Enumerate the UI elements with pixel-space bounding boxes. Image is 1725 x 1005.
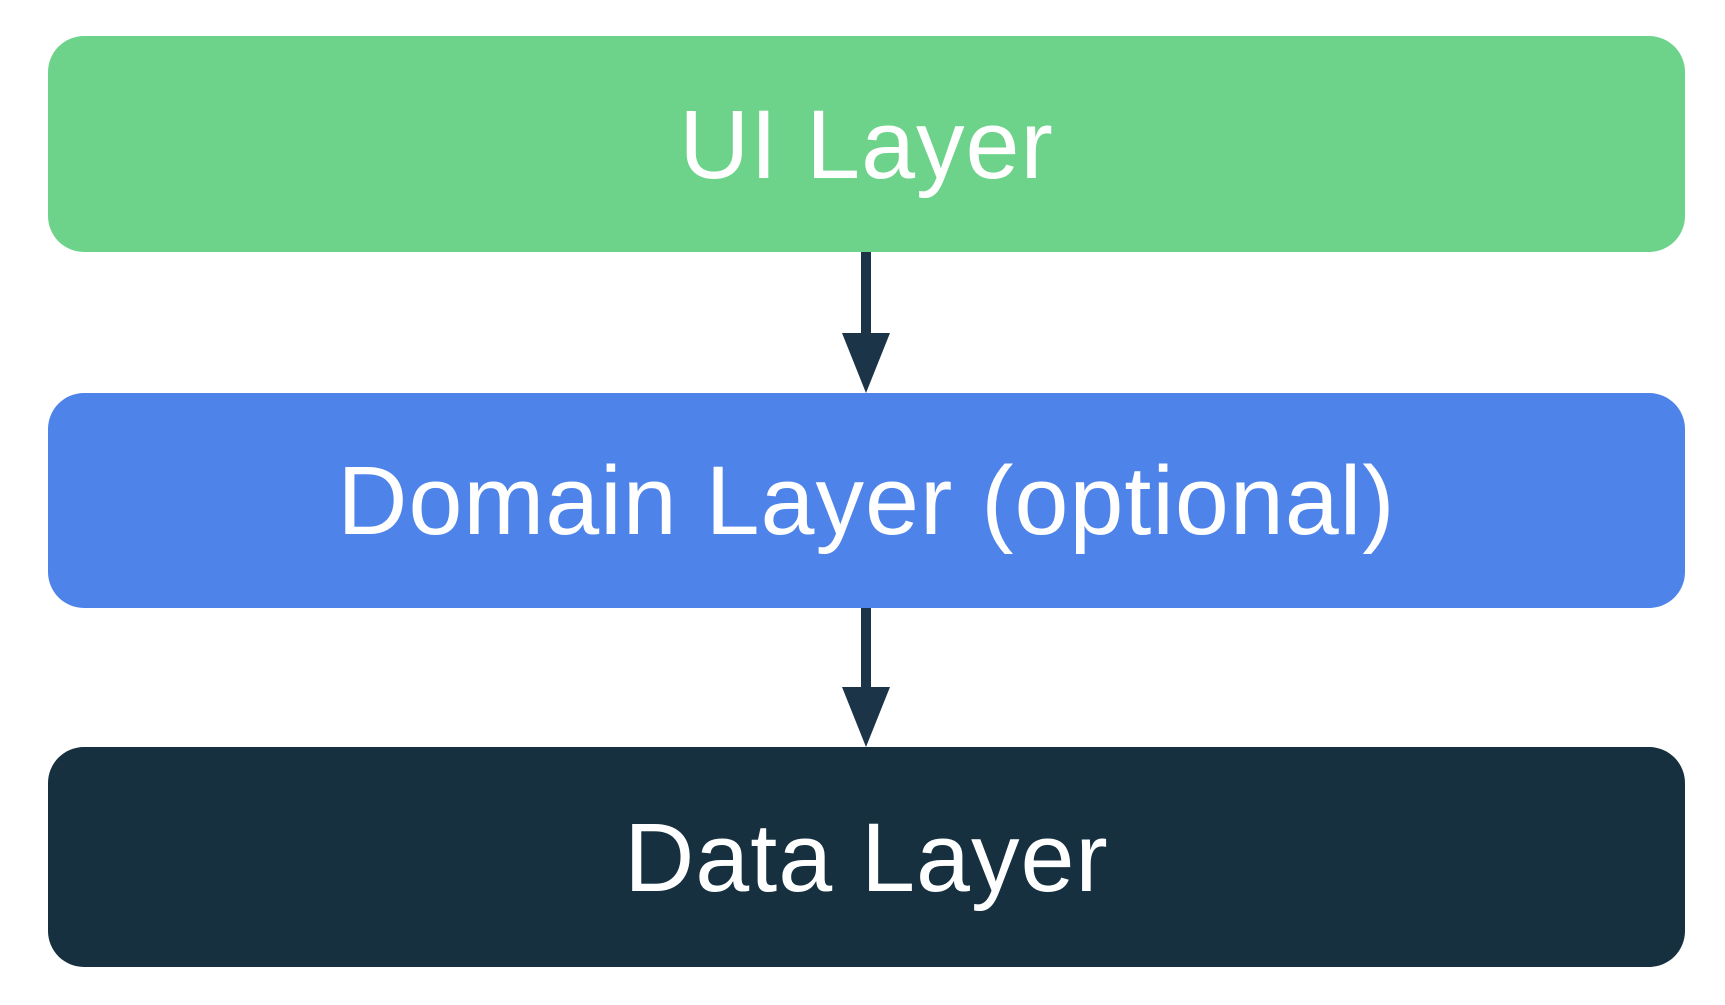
ui-layer-box: UI Layer [48, 36, 1685, 252]
arrow-shaft [861, 252, 871, 338]
domain-layer-box: Domain Layer (optional) [48, 393, 1685, 608]
down-arrow-icon [842, 252, 890, 393]
arrow-shaft [861, 608, 871, 692]
domain-layer-label: Domain Layer (optional) [337, 446, 1396, 555]
arrow-head [842, 687, 890, 747]
ui-layer-label: UI Layer [679, 89, 1054, 199]
arrow-head [842, 333, 890, 393]
down-arrow-icon [842, 608, 890, 747]
data-layer-box: Data Layer [48, 747, 1685, 967]
data-layer-label: Data Layer [624, 802, 1109, 912]
